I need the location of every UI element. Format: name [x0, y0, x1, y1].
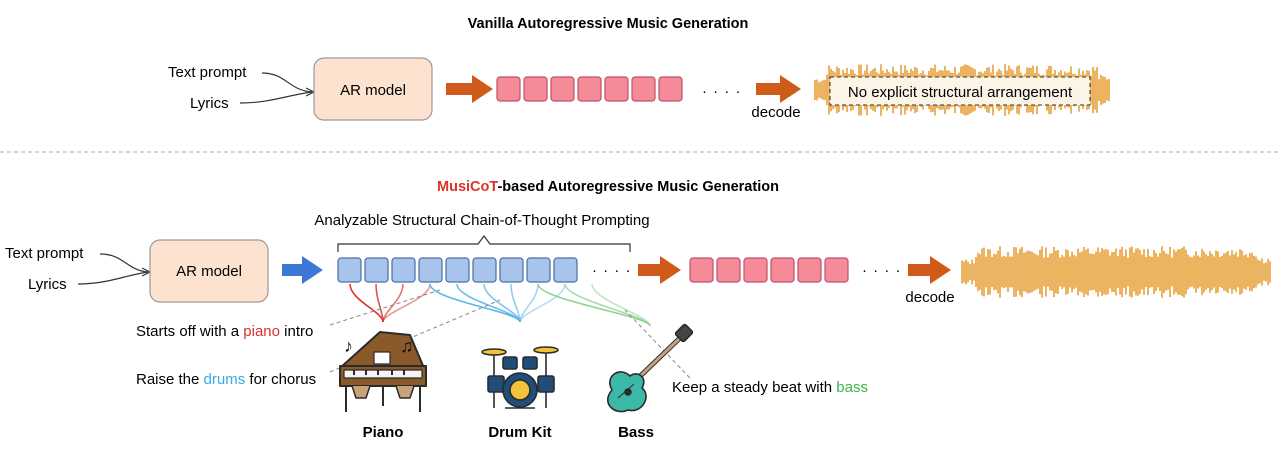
top-token [496, 76, 521, 102]
cot-brace [337, 235, 631, 252]
note-bass-connector [624, 309, 691, 379]
top-input-connector [239, 72, 313, 104]
cot-token [553, 257, 578, 283]
fan-line [519, 283, 539, 323]
top-ar-model-label: AR model [340, 82, 406, 99]
top-input-text-prompt: Text prompt [168, 64, 247, 81]
fan-line [591, 283, 651, 327]
bottom-token [797, 257, 822, 283]
cot-token [364, 257, 389, 283]
note-piano: Starts off with a piano intro [136, 323, 313, 340]
top-decode-label: decode [751, 104, 800, 121]
bottom-input-connector [77, 253, 149, 285]
top-token [604, 76, 629, 102]
note-drums: Raise the drums for chorus [136, 371, 316, 388]
bottom-token [743, 257, 768, 283]
bottom-token-sequence [689, 257, 849, 283]
note-bass: Keep a steady beat with bass [672, 379, 868, 396]
bottom-decode-label: decode [905, 289, 954, 306]
bottom-token [716, 257, 741, 283]
top-token [550, 76, 575, 102]
instrument-drum-kit-label: Drum Kit [488, 424, 551, 441]
note-bass-keyword: bass [836, 379, 868, 396]
top-waveform-caption: No explicit structural arrangement [848, 84, 1073, 101]
cot-token [418, 257, 443, 283]
cot-brace-label: Analyzable Structural Chain-of-Thought P… [314, 212, 649, 229]
bass-guitar-icon [606, 323, 694, 413]
bottom-arrow-orange-1 [638, 256, 681, 284]
fan-line [382, 283, 431, 323]
bottom-ellipsis-2: · · · · [862, 262, 901, 279]
fan-line [349, 283, 384, 323]
bottom-token [770, 257, 795, 283]
note-drums-keyword: drums [204, 371, 246, 388]
top-waveform-caption-box [829, 76, 1091, 106]
svg-text:♪: ♪ [344, 336, 353, 356]
top-ar-model-box [313, 57, 433, 121]
top-title: Vanilla Autoregressive Music Generation [468, 16, 749, 32]
bottom-ar-model-box [149, 239, 269, 303]
cot-token [526, 257, 551, 283]
cot-token-sequence [337, 257, 578, 283]
cot-token [445, 257, 470, 283]
bottom-input-text-prompt: Text prompt [5, 245, 84, 262]
bottom-arrow-blue [282, 256, 323, 284]
svg-text:♫: ♫ [400, 336, 414, 356]
cot-token [337, 257, 362, 283]
top-token-sequence [496, 76, 683, 102]
cot-fan-lines [349, 283, 651, 327]
top-token [658, 76, 683, 102]
bottom-token [689, 257, 714, 283]
top-token [631, 76, 656, 102]
note-piano-connector [329, 289, 441, 326]
top-token [523, 76, 548, 102]
bottom-waveform [961, 246, 1271, 298]
bottom-arrow-orange-2 [908, 256, 951, 284]
top-ellipsis: · · · · [702, 83, 741, 100]
top-arrow-2 [756, 75, 801, 103]
top-arrow-1 [446, 75, 493, 103]
cot-token [391, 257, 416, 283]
bottom-title-brand: MusiCoT [437, 179, 498, 195]
bottom-ellipsis-1: · · · · [592, 262, 631, 279]
top-token [577, 76, 602, 102]
fan-line [429, 283, 521, 323]
cot-token [499, 257, 524, 283]
bottom-title: MusiCoT-based Autoregressive Music Gener… [437, 179, 779, 195]
piano-icon: ♪ ♫ [339, 331, 427, 412]
bottom-ar-model-label: AR model [176, 263, 242, 280]
bottom-token [824, 257, 849, 283]
drum-kit-icon [481, 346, 559, 409]
instrument-piano-label: Piano [363, 424, 404, 441]
fan-line [519, 283, 566, 323]
top-input-lyrics: Lyrics [190, 95, 229, 112]
bottom-title-rest: -based Autoregressive Music Generation [497, 179, 779, 195]
note-piano-keyword: piano [243, 323, 280, 340]
cot-token [472, 257, 497, 283]
bottom-input-lyrics: Lyrics [28, 276, 67, 293]
instrument-bass-label: Bass [618, 424, 654, 441]
